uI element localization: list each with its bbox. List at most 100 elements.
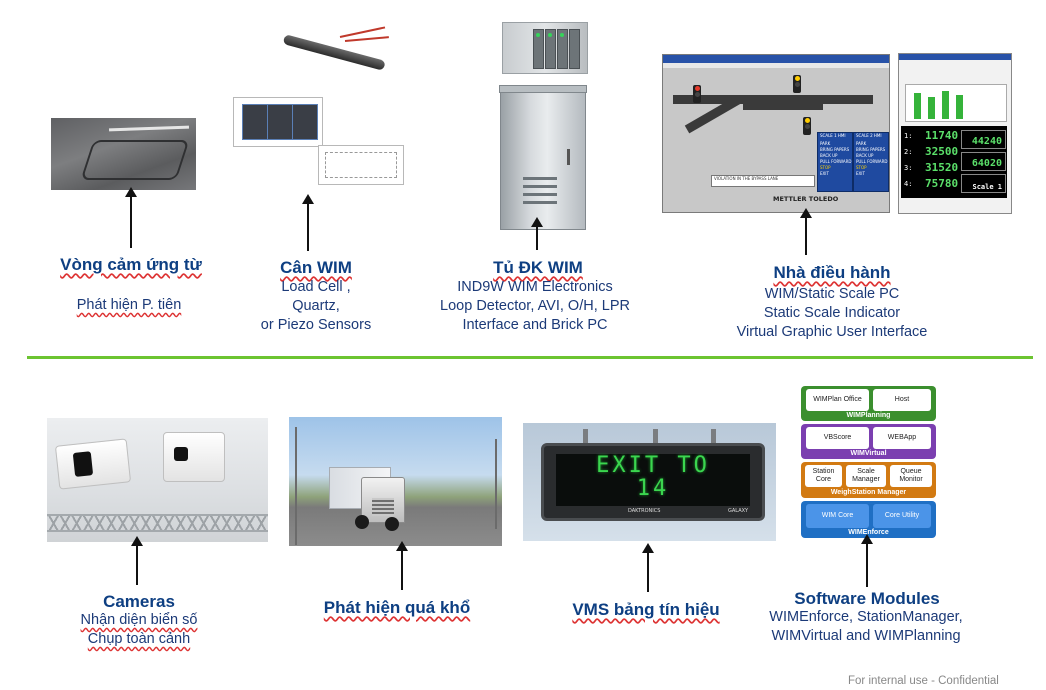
section-divider: [27, 356, 1033, 359]
axle-weight: 32500: [925, 145, 959, 158]
overheight-title: Phát hiện quá khổ: [323, 598, 471, 617]
operator-title: Nhà điều hành: [773, 263, 891, 282]
arrow-up-icon: [861, 534, 873, 587]
indicator-display: 1: 11740 2: 32500 3: 31520 4: 75780 4424…: [901, 126, 1007, 198]
loop-detector-photo: [51, 118, 196, 190]
bar-graph-bar: [956, 95, 963, 119]
controller-line: Loop Detector, AVI, O/H, LPR: [440, 298, 630, 314]
hmi-road: [673, 95, 873, 104]
wim-electronics-rack: [502, 22, 588, 74]
traffic-light-icon: [693, 85, 701, 103]
group-label: WIMPlanning: [846, 412, 891, 419]
truck-cab: [361, 477, 405, 523]
panel-item: PARK: [856, 141, 867, 146]
hmi-titlebar: [663, 55, 889, 63]
load-cell-plate: [292, 104, 318, 140]
panel-item: PULL FORWARD: [820, 159, 852, 164]
module-box: WIMPlan Office: [806, 389, 869, 411]
indicator-bar-graph: [905, 84, 1007, 122]
cabinet-roof: [499, 85, 587, 93]
truck-grille: [372, 498, 394, 516]
software-line: WIMEnforce, StationManager,: [769, 609, 963, 625]
arrow-up-icon: [396, 541, 408, 590]
controller-line: Interface and Brick PC: [462, 317, 608, 333]
overheight-truck-photo: [289, 417, 502, 546]
cabinet-vent: [523, 185, 557, 188]
panel-item: EXIT: [856, 171, 865, 176]
cameras-photo: [47, 418, 268, 542]
wim-scale-line: or Piezo Sensors: [260, 317, 372, 333]
arrow-up-icon: [131, 536, 143, 585]
load-cell-plate: [242, 104, 268, 140]
arrow-up-icon: [800, 208, 812, 255]
controller-line: IND9W WIM Electronics: [457, 279, 613, 295]
panel-item: BRING PAPERS: [820, 147, 850, 152]
arrow-up-icon: [125, 187, 137, 248]
cabinet-vent: [523, 193, 557, 196]
truck-wheel: [385, 517, 399, 531]
sign-mount: [583, 429, 588, 443]
traffic-light-icon: [793, 75, 801, 93]
wimvirtual-group: VBScore WEBApp WIMVirtual: [801, 424, 936, 459]
status-led: [536, 33, 540, 37]
light-pole: [295, 427, 297, 545]
hmi-menubar: [663, 63, 889, 68]
status-led: [548, 33, 552, 37]
bar-graph-bar: [914, 93, 921, 119]
module-box: WEBApp: [873, 427, 931, 449]
confidential-footer: For internal use - Confidential: [848, 675, 999, 687]
cabinet-vent: [523, 177, 557, 180]
arrow-up-icon: [642, 543, 654, 592]
total-weight-value: 44240: [971, 136, 1002, 147]
sensor-outline: [325, 152, 397, 178]
vms-line-2: 14: [636, 476, 670, 501]
operator-line: WIM/Static Scale PC: [764, 286, 900, 302]
controller-title: Tủ ĐK WIM: [493, 258, 583, 277]
module-box: VBScore: [806, 427, 869, 449]
axle-number: 1:: [904, 132, 913, 140]
load-cell-plate: [267, 104, 293, 140]
panel-item: STOP: [820, 165, 831, 170]
scale-indicator-screenshot: 1: 11740 2: 32500 3: 31520 4: 75780 4424…: [898, 53, 1012, 214]
software-desc: WIMEnforce, StationManager, WIMVirtual a…: [746, 608, 986, 646]
wimenforce-group: WIM Core Core Utility WIMEnforce: [801, 501, 936, 538]
controller-cabinet: [499, 85, 587, 230]
group-label: WIMVirtual: [850, 450, 887, 457]
panel-item: EXIT: [820, 171, 829, 176]
vms-title: VMS bảng tín hiệu: [572, 600, 720, 619]
cameras-line: Nhận diện biển số: [80, 612, 198, 628]
arrow-up-icon: [302, 194, 314, 251]
axle-number: 2:: [904, 148, 913, 156]
module-box: Queue Monitor: [890, 465, 932, 487]
weighstation-group: Station Core Scale Manager Queue Monitor…: [801, 462, 936, 498]
scale2-hmi-label: SCALE 2 HMI: [856, 133, 882, 138]
group-label: WIMEnforce: [848, 529, 889, 536]
truck-wheel: [355, 515, 369, 529]
gross-weight-value: 64020: [971, 158, 1002, 169]
wim-scale-line: Load Cell ,: [281, 279, 351, 295]
rack-module: [569, 29, 580, 69]
rack-module: [557, 29, 568, 69]
camera-lens: [72, 451, 94, 477]
loop-desc: Phát hiện P. tiên: [76, 297, 182, 313]
lane-marking: [108, 125, 190, 132]
scale1-hmi-label: SCALE 1 HMI: [820, 133, 846, 138]
hmi-status-field: VIOLATION IN THE BYPASS LANE: [711, 175, 815, 187]
scale-label: Scale 1: [972, 183, 1002, 191]
cameras-desc: Nhận diện biển số Chụp toàn cảnh: [50, 611, 228, 649]
wim-scale-desc: Load Cell , Quartz, or Piezo Sensors: [238, 278, 394, 335]
wim-scale-line: Quartz,: [292, 298, 340, 314]
module-box: Scale Manager: [846, 465, 886, 487]
panel-item: BRING PAPERS: [856, 147, 886, 152]
panel-item: STOP: [856, 165, 867, 170]
quartz-sensor-drawing: [318, 145, 404, 185]
arrow-up-icon: [531, 217, 543, 250]
camera-lens: [174, 447, 188, 461]
induction-loop: [80, 140, 190, 180]
scale-label-box: Scale 1: [961, 174, 1006, 193]
vms-brand-right: GALAXY: [728, 508, 749, 514]
bar-graph-bar: [942, 91, 949, 119]
status-led: [560, 33, 564, 37]
vms-line-1: EXIT TO: [596, 453, 710, 478]
hmi-road: [743, 101, 823, 110]
